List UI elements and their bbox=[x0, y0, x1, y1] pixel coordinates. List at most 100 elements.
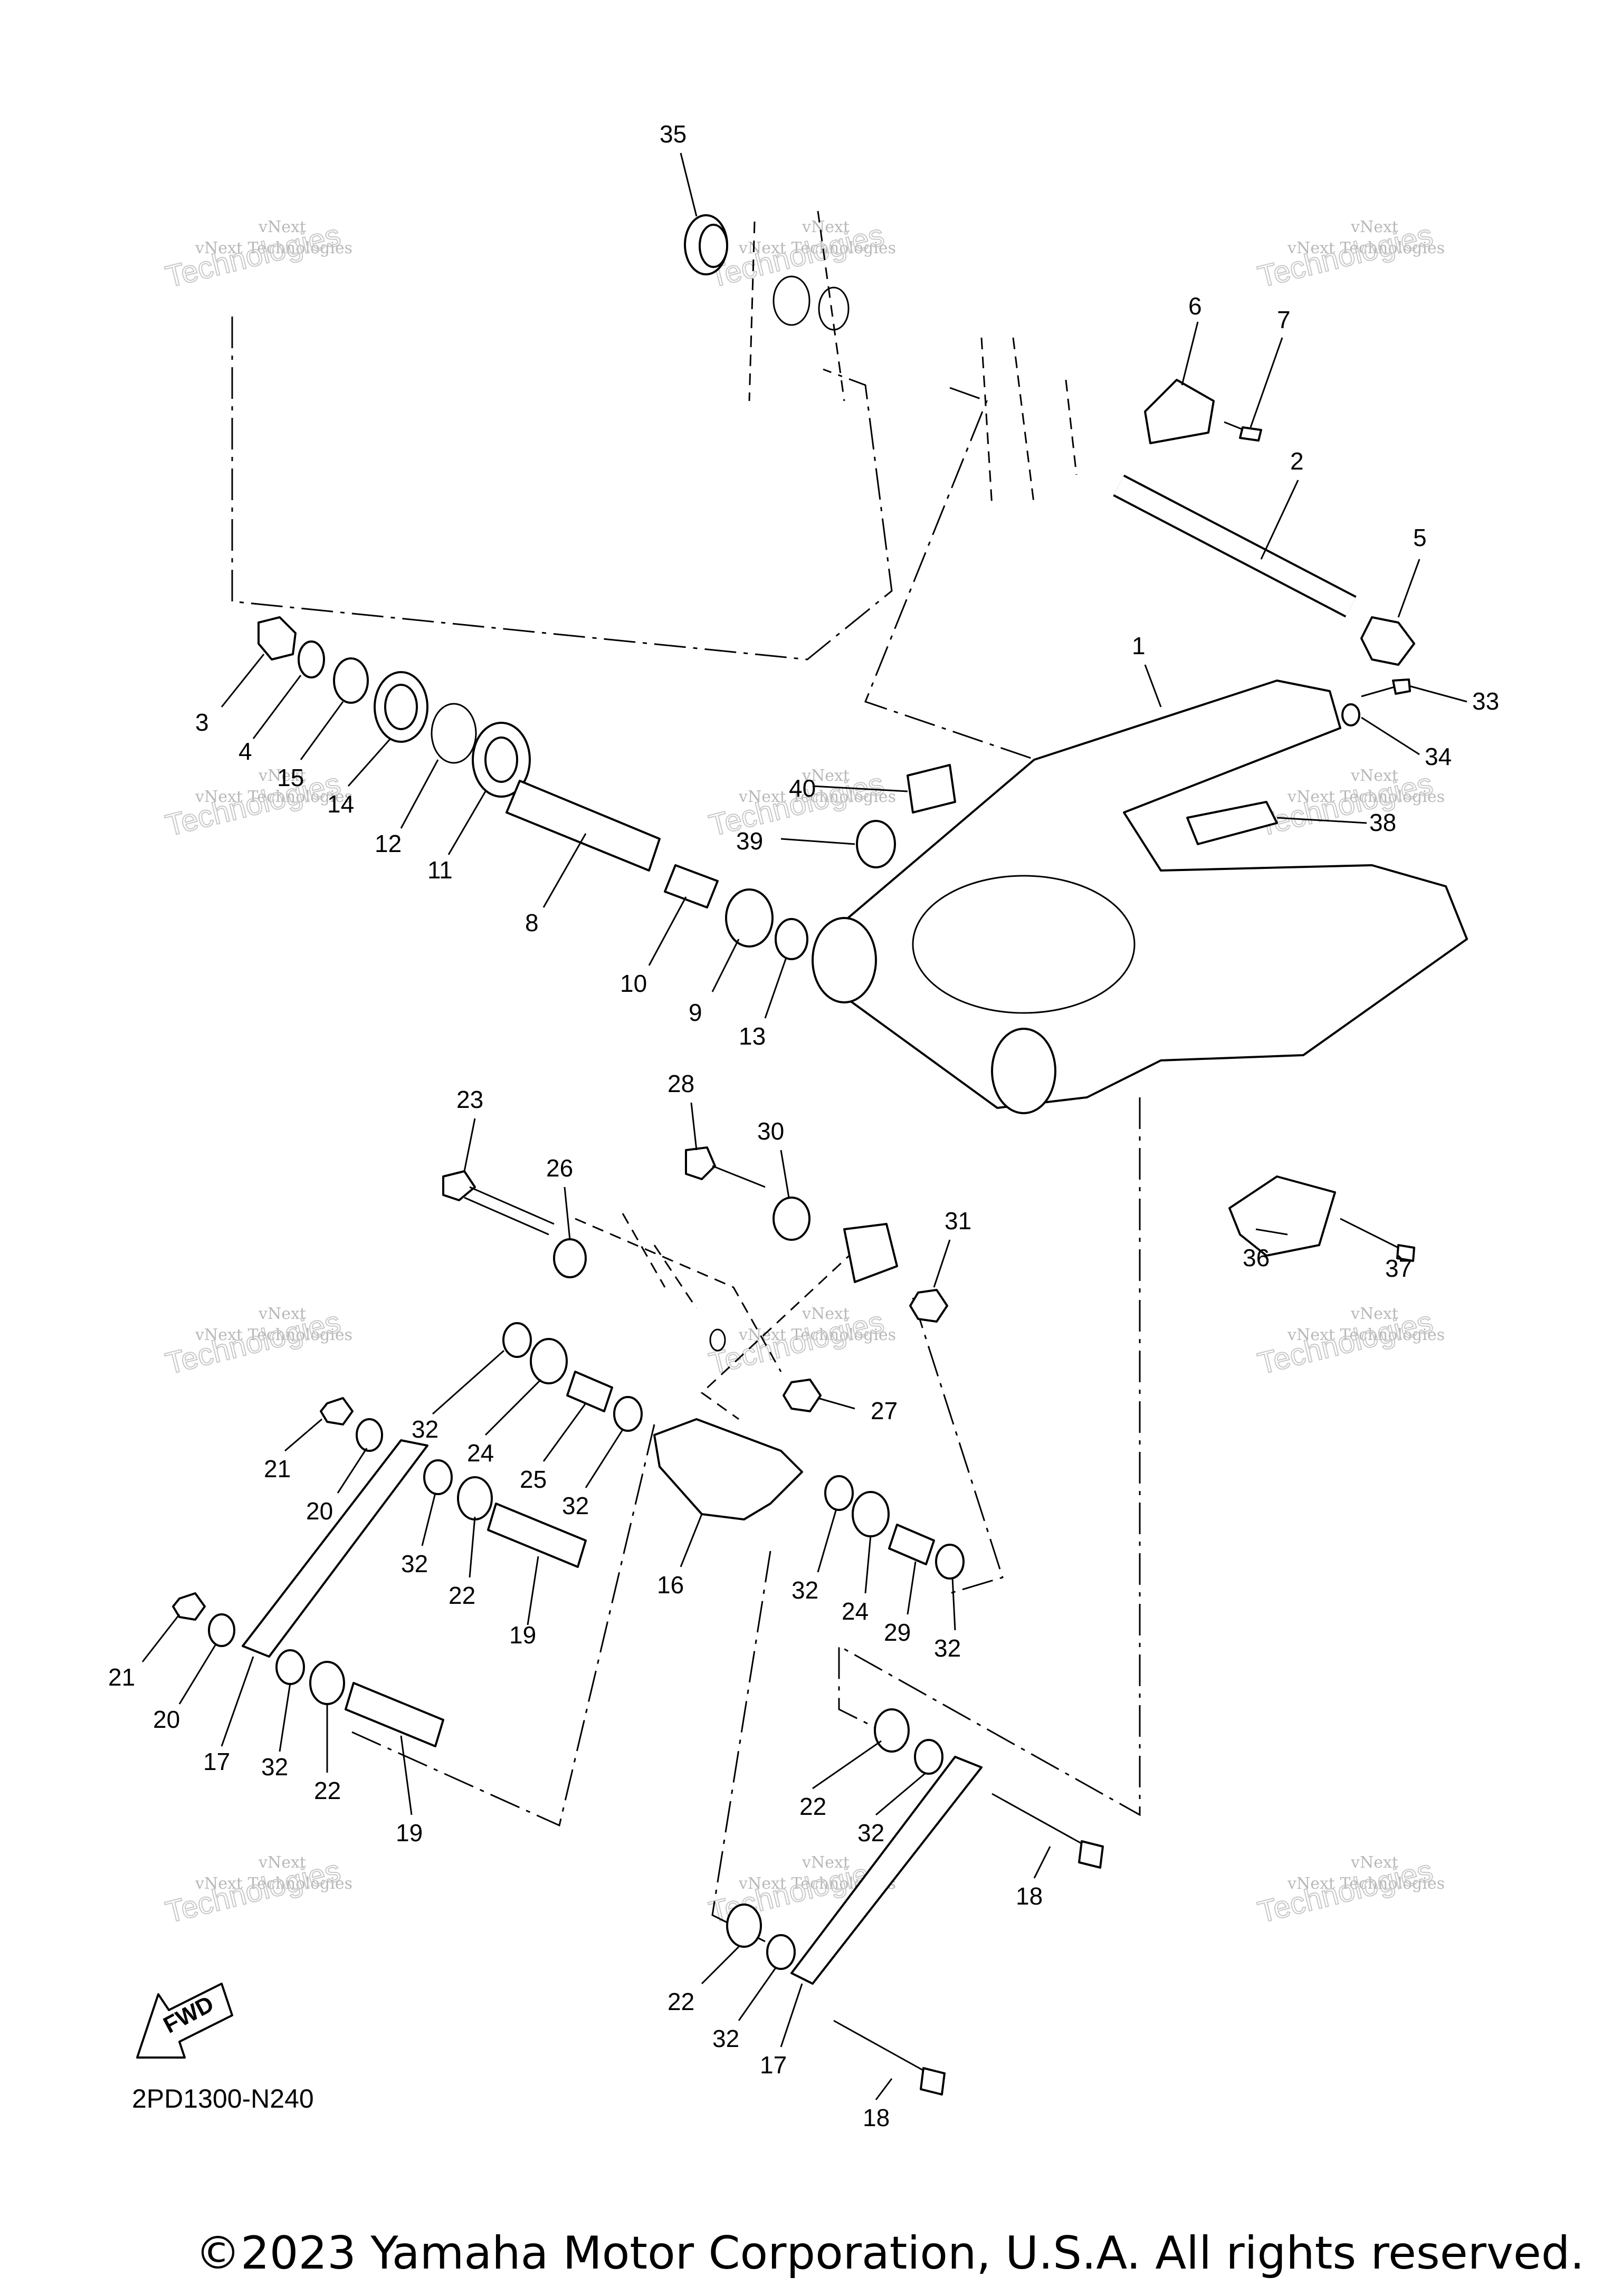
callout-18-lower: 18 bbox=[863, 2104, 890, 2131]
svg-text:vNext: vNext bbox=[258, 1853, 306, 1872]
callout-21-lower: 21 bbox=[108, 1663, 135, 1691]
callout-7: 7 bbox=[1277, 306, 1291, 333]
callout-14: 14 bbox=[327, 790, 354, 818]
callout-22-a: 22 bbox=[449, 1582, 475, 1609]
callout-22-d: 22 bbox=[668, 1988, 694, 2015]
watermark: vNext vNext Technologies Technologies bbox=[1254, 1304, 1445, 1382]
callout-32-h: 32 bbox=[712, 2025, 739, 2052]
callout-32-b: 32 bbox=[562, 1492, 589, 1519]
svg-text:Technologies: Technologies bbox=[162, 767, 344, 843]
collar-8 bbox=[506, 780, 661, 872]
collar-32-d bbox=[824, 1475, 854, 1511]
seal-39 bbox=[856, 820, 896, 868]
callout-32-g: 32 bbox=[857, 1819, 884, 1847]
svg-text:vNext: vNext bbox=[1350, 767, 1398, 785]
collar-13 bbox=[775, 918, 808, 960]
callout-40: 40 bbox=[789, 774, 816, 802]
watermark: vNext vNext Technologies Technologies bbox=[1254, 217, 1445, 295]
bolt-dash bbox=[575, 1218, 782, 1372]
svg-text:Technologies: Technologies bbox=[162, 218, 344, 294]
callout-28: 28 bbox=[668, 1070, 694, 1097]
swingarm-shock-opening bbox=[912, 875, 1136, 1014]
swingarm-1 bbox=[822, 680, 1468, 1109]
collar-15 bbox=[333, 657, 369, 704]
label-40 bbox=[907, 764, 956, 814]
svg-text:Technologies: Technologies bbox=[162, 1853, 344, 1930]
svg-text:vNext: vNext bbox=[258, 767, 306, 785]
collar-32-b bbox=[613, 1396, 643, 1432]
svg-text:vNext: vNext bbox=[258, 1305, 306, 1323]
collar-32-e bbox=[935, 1544, 965, 1580]
nut-3 bbox=[258, 616, 297, 661]
watermark: vNext vNext Technologies Technologies bbox=[161, 1304, 352, 1382]
watermark: vNext vNext Technologies Technologies bbox=[1254, 1853, 1445, 1930]
needle-bearing-24-lower bbox=[852, 1491, 890, 1537]
callout-5: 5 bbox=[1413, 524, 1427, 551]
callout-31: 31 bbox=[945, 1207, 971, 1235]
svg-text:vNext: vNext bbox=[1350, 1305, 1398, 1323]
svg-text:vNext: vNext bbox=[258, 218, 306, 236]
callout-25: 25 bbox=[520, 1466, 547, 1493]
needle-bearing-24-upper bbox=[530, 1338, 568, 1384]
svg-text:Technologies: Technologies bbox=[1254, 218, 1436, 294]
svg-text:vNext Technologies: vNext Technologies bbox=[1287, 788, 1445, 806]
nut-31 bbox=[909, 1289, 948, 1323]
pivot-shaft-2 bbox=[1113, 474, 1357, 618]
collar-32-f bbox=[275, 1649, 305, 1685]
copyright-notice: ©2023 Yamaha Motor Corporation, U.S.A. A… bbox=[195, 2227, 1585, 2280]
callout-8: 8 bbox=[525, 909, 539, 936]
fwd-arrow-icon: FWD bbox=[136, 1983, 233, 2059]
lower-right-chain bbox=[838, 1097, 1141, 1816]
callout-19-upper: 19 bbox=[509, 1621, 536, 1649]
callout-19-lower: 19 bbox=[396, 1819, 423, 1847]
pivot-left-chain bbox=[231, 317, 893, 661]
collar-30 bbox=[773, 1197, 810, 1241]
collar-32-g bbox=[914, 1739, 943, 1775]
callout-32-f: 32 bbox=[261, 1753, 288, 1781]
svg-text:vNext: vNext bbox=[1350, 1853, 1398, 1872]
callout-6: 6 bbox=[1188, 292, 1202, 320]
washer-20-lower bbox=[208, 1613, 235, 1647]
svg-text:vNext Technologies: vNext Technologies bbox=[1287, 239, 1445, 257]
swingarm-pivot-right bbox=[991, 1028, 1056, 1114]
callout-9: 9 bbox=[689, 999, 702, 1026]
leader-lines bbox=[141, 152, 1467, 2100]
callout-3: 3 bbox=[195, 709, 209, 736]
callout-30: 30 bbox=[757, 1117, 784, 1145]
collar-10 bbox=[664, 864, 719, 908]
bolt-18-lower bbox=[833, 2020, 946, 2096]
nut-27 bbox=[783, 1379, 822, 1412]
chain-guide-36 bbox=[1228, 1175, 1336, 1257]
callout-24-upper: 24 bbox=[467, 1439, 494, 1467]
svg-text:vNext Technologies: vNext Technologies bbox=[738, 788, 896, 806]
svg-text:Technologies: Technologies bbox=[1254, 1305, 1436, 1381]
circlip-12 bbox=[431, 703, 477, 764]
watermarks: vNext vNext Technologies Technologies vN… bbox=[161, 217, 1445, 1930]
washer-4 bbox=[298, 640, 325, 678]
shock-mount-dash bbox=[700, 1249, 856, 1420]
rear-link-chain bbox=[348, 1424, 655, 1827]
bolt-28 bbox=[685, 1146, 766, 1188]
svg-text:vNext: vNext bbox=[802, 767, 850, 785]
callout-22-b: 22 bbox=[314, 1777, 341, 1804]
callout-17-upper: 17 bbox=[203, 1748, 230, 1775]
collar-26 bbox=[553, 1238, 587, 1278]
connecting-rod-17-upper bbox=[242, 1439, 428, 1658]
callout-16: 16 bbox=[657, 1571, 684, 1599]
bolt-33 bbox=[1361, 678, 1411, 697]
connecting-rod-17-lower bbox=[790, 1756, 983, 1985]
svg-text:vNext: vNext bbox=[802, 1305, 850, 1323]
callout-21-upper: 21 bbox=[264, 1455, 291, 1482]
callout-12: 12 bbox=[375, 830, 402, 857]
collar-29 bbox=[888, 1524, 935, 1565]
washer-34 bbox=[1341, 703, 1360, 726]
oil-seal-14 bbox=[374, 671, 428, 743]
svg-text:Technologies: Technologies bbox=[1254, 767, 1436, 843]
callout-32-a: 32 bbox=[412, 1415, 438, 1443]
callout-22-c: 22 bbox=[799, 1793, 826, 1820]
callout-24-lower: 24 bbox=[842, 1597, 869, 1625]
swingarm-pivot-left bbox=[812, 917, 877, 1003]
shock-clevis bbox=[843, 1223, 898, 1283]
callout-17-lower: 17 bbox=[760, 2051, 787, 2079]
